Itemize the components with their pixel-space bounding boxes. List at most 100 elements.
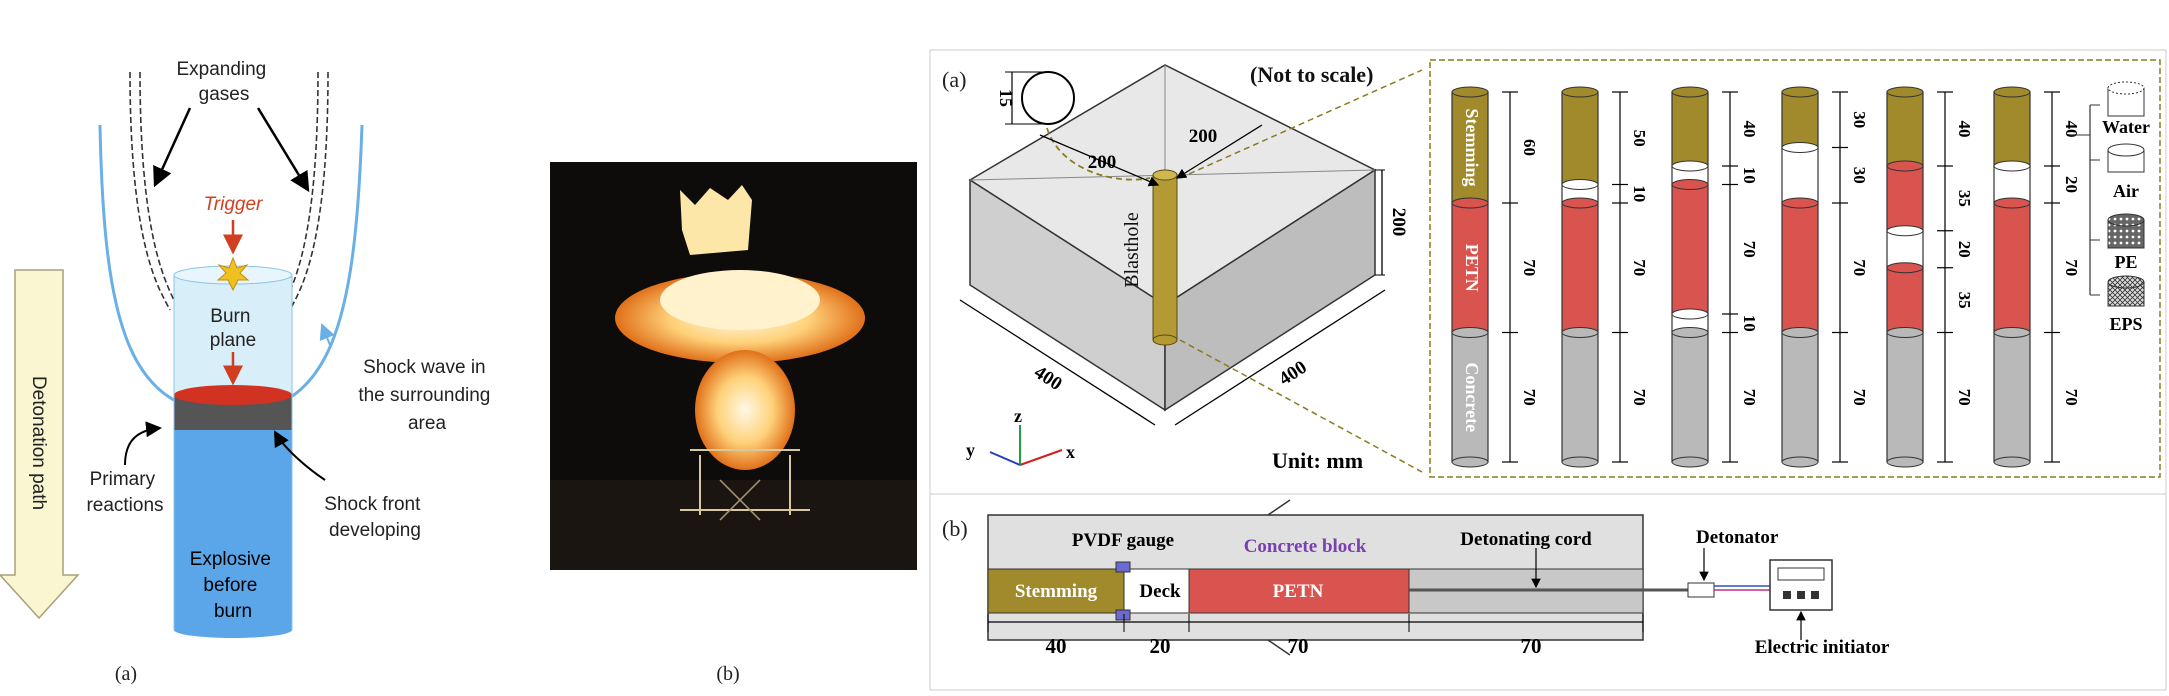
segment-dimension: 30 — [1850, 111, 1869, 128]
charge-segment — [1561, 91, 1599, 186]
charge-segment — [1886, 230, 1924, 269]
shock-wave-label: Shock wave in the surrounding area — [358, 357, 495, 434]
dim-bottom-20: 20 — [1150, 634, 1171, 658]
legend-eps-icon — [2107, 275, 2145, 307]
expanding-gas-line — [283, 71, 319, 306]
charge-segment — [1671, 183, 1709, 315]
segment-dimension: 10 — [1630, 185, 1649, 202]
primary-reactions-label: Primary reactions — [86, 469, 163, 516]
detonation-path-label: Detonation path — [28, 376, 49, 510]
charge-configurations: 6070705010707040107010703030707040352035… — [1451, 86, 2081, 468]
legend-pe-icon — [2107, 213, 2145, 249]
segment-dimension: 20 — [2062, 176, 2081, 193]
segment-material-label: Stemming — [1462, 109, 1482, 187]
charge-segment — [1561, 202, 1599, 334]
segment-dimension: 40 — [1955, 121, 1974, 138]
segment-dimension: 70 — [1630, 259, 1649, 276]
electric-initiator-label: Electric initiator — [1755, 637, 1890, 658]
dim-200-height: 200 — [1388, 208, 1409, 237]
segment-material-label: PETN — [1462, 244, 1482, 292]
concrete-block — [968, 64, 1377, 412]
detonating-cord-label: Detonating cord — [1460, 529, 1592, 550]
dim-400-left: 400 — [1030, 362, 1065, 395]
expanding-gases-label: Expanding gases — [176, 59, 271, 105]
charge-segment — [1886, 267, 1924, 334]
charge-layout — [987, 499, 1833, 656]
axis-y-label: y — [966, 440, 975, 460]
charge-segment — [1886, 331, 1924, 463]
expanding-gas-line — [139, 71, 177, 306]
experimental-setup-figure — [929, 49, 2167, 691]
segment-dimension: 35 — [1955, 292, 1974, 309]
stemming-label: Stemming — [1015, 581, 1098, 602]
shock-front-label: Shock front developing — [324, 494, 425, 541]
axis-triad — [989, 425, 1063, 466]
segment-dimension: 10 — [1740, 315, 1759, 332]
dim-bottom-70a: 70 — [1288, 634, 1309, 658]
charge-segment — [1671, 91, 1709, 167]
charge-segment — [1451, 202, 1489, 334]
charge-segment — [1671, 331, 1709, 463]
expanding-gas-line — [289, 71, 329, 311]
trigger-star-icon — [216, 256, 250, 292]
petn-label: PETN — [1273, 581, 1324, 602]
legend-air-icon — [2107, 143, 2145, 173]
setup-tag-b: (b) — [942, 516, 968, 541]
segment-dimension: 30 — [1850, 167, 1869, 184]
dim-15: 15 — [996, 89, 1016, 107]
legend — [2070, 81, 2145, 307]
dim-bottom-40: 40 — [1046, 634, 1067, 658]
dim-200-right: 200 — [1189, 126, 1218, 147]
segment-dimension: 10 — [1740, 167, 1759, 184]
expanding-gas-line — [129, 71, 171, 311]
charge-segment — [1993, 91, 2031, 167]
segment-dimension: 70 — [1630, 389, 1649, 406]
dim-bottom-70b: 70 — [1521, 634, 1542, 658]
segment-dimension: 70 — [1850, 389, 1869, 406]
segment-dimension: 70 — [1955, 389, 1974, 406]
segment-dimension: 20 — [1955, 241, 1974, 258]
explosion-photo — [550, 162, 917, 570]
explosive-label: Explosive before burn — [190, 549, 277, 622]
charge-segment — [1993, 331, 2031, 463]
segment-dimension: 70 — [1520, 259, 1539, 276]
charge-segment — [1993, 165, 2031, 204]
legend-water: Water — [2102, 117, 2150, 137]
charge-segment — [1781, 202, 1819, 334]
photo-caption: (b) — [716, 663, 739, 685]
charge-segment — [1561, 331, 1599, 463]
segment-dimension: 50 — [1630, 130, 1649, 147]
legend-air: Air — [2113, 181, 2139, 201]
legend-pe: PE — [2114, 252, 2137, 272]
segment-dimension: 40 — [2062, 121, 2081, 138]
segment-dimension: 35 — [1955, 190, 1974, 207]
detonation-diagram: Detonation path — [0, 71, 364, 638]
unit-label: Unit: mm — [1272, 448, 1363, 473]
dim-400-right: 400 — [1275, 357, 1310, 390]
charge-column: 50 10 70 70 — [1561, 86, 1649, 468]
charge-segment — [1886, 165, 1924, 232]
segment-dimension: 70 — [1850, 259, 1869, 276]
segment-material-label: Concrete — [1462, 362, 1482, 432]
segment-dimension: 70 — [1520, 389, 1539, 406]
segment-dimension: 70 — [1740, 389, 1759, 406]
detonation-path-arrow — [0, 269, 80, 620]
concrete-block-label: Concrete block — [1244, 536, 1367, 557]
left-caption: (a) — [115, 663, 137, 685]
setup-tag-a: (a) — [942, 67, 966, 92]
legend-water-icon — [2107, 81, 2145, 117]
segment-dimension: 70 — [1740, 241, 1759, 258]
axis-z-label: z — [1014, 406, 1022, 426]
charge-column: 30 30 70 70 — [1781, 86, 1869, 468]
pvdf-gauge-label: PVDF gauge — [1072, 530, 1174, 551]
dim-200-left: 200 — [1088, 152, 1117, 173]
charge-segment — [1781, 91, 1819, 149]
detonator-label: Detonator — [1696, 527, 1779, 548]
trigger-label: Trigger — [204, 194, 263, 215]
blasthole-label: Blasthole — [1121, 212, 1143, 288]
not-to-scale-label: (Not to scale) — [1250, 62, 1373, 87]
charge-segment — [1451, 91, 1489, 204]
